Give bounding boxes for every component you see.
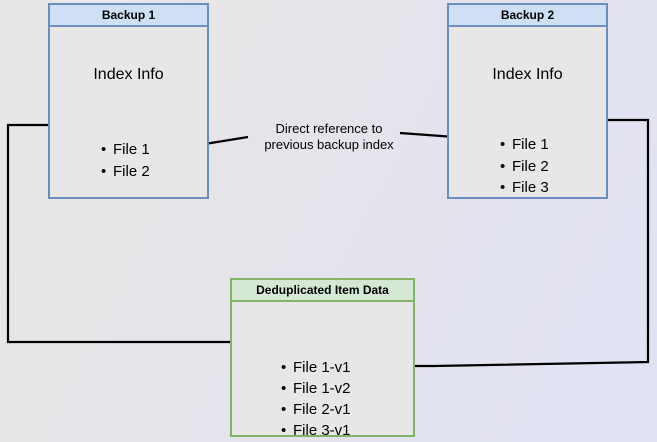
backup2-body: Index Info File 1 File 2 File 3 bbox=[449, 27, 606, 199]
backup1-file-list: File 1 File 2 bbox=[101, 139, 150, 182]
backup2-index-label: Index Info bbox=[492, 66, 563, 83]
edge-reference-label: Direct reference to previous backup inde… bbox=[249, 121, 409, 153]
backup2-node[interactable]: Backup 2 Index Info File 1 File 2 File 3 bbox=[447, 3, 608, 199]
backup1-body: Index Info File 1 File 2 bbox=[50, 27, 207, 197]
dedup-file-list: File 1-v1 File 1-v2 File 2-v1 File 3-v1 bbox=[281, 357, 351, 442]
dedup-header: Deduplicated Item Data bbox=[232, 280, 413, 302]
backup2-file-list: File 1 File 2 File 3 bbox=[500, 134, 549, 199]
backup1-index-label: Index Info bbox=[93, 66, 164, 83]
list-item: File 2 bbox=[101, 161, 150, 183]
list-item: File 2-v1 bbox=[281, 399, 351, 421]
backup2-header: Backup 2 bbox=[449, 5, 606, 27]
backup1-header: Backup 1 bbox=[50, 5, 207, 27]
edge-reference-label-line1: Direct reference to bbox=[275, 121, 383, 136]
list-item: File 3-v1 bbox=[281, 420, 351, 442]
backup1-node[interactable]: Backup 1 Index Info File 1 File 2 bbox=[48, 3, 209, 199]
edge-reference-label-line2: previous backup index bbox=[264, 137, 394, 152]
list-item: File 3 bbox=[500, 177, 549, 199]
list-item: File 1-v2 bbox=[281, 378, 351, 400]
list-item: File 1-v1 bbox=[281, 357, 351, 379]
list-item: File 1 bbox=[500, 134, 549, 156]
dedup-node[interactable]: Deduplicated Item Data File 1-v1 File 1-… bbox=[230, 278, 415, 442]
list-item: File 1 bbox=[101, 139, 150, 161]
dedup-body: File 1-v1 File 1-v2 File 2-v1 File 3-v1 bbox=[232, 302, 413, 442]
list-item: File 2 bbox=[500, 156, 549, 178]
